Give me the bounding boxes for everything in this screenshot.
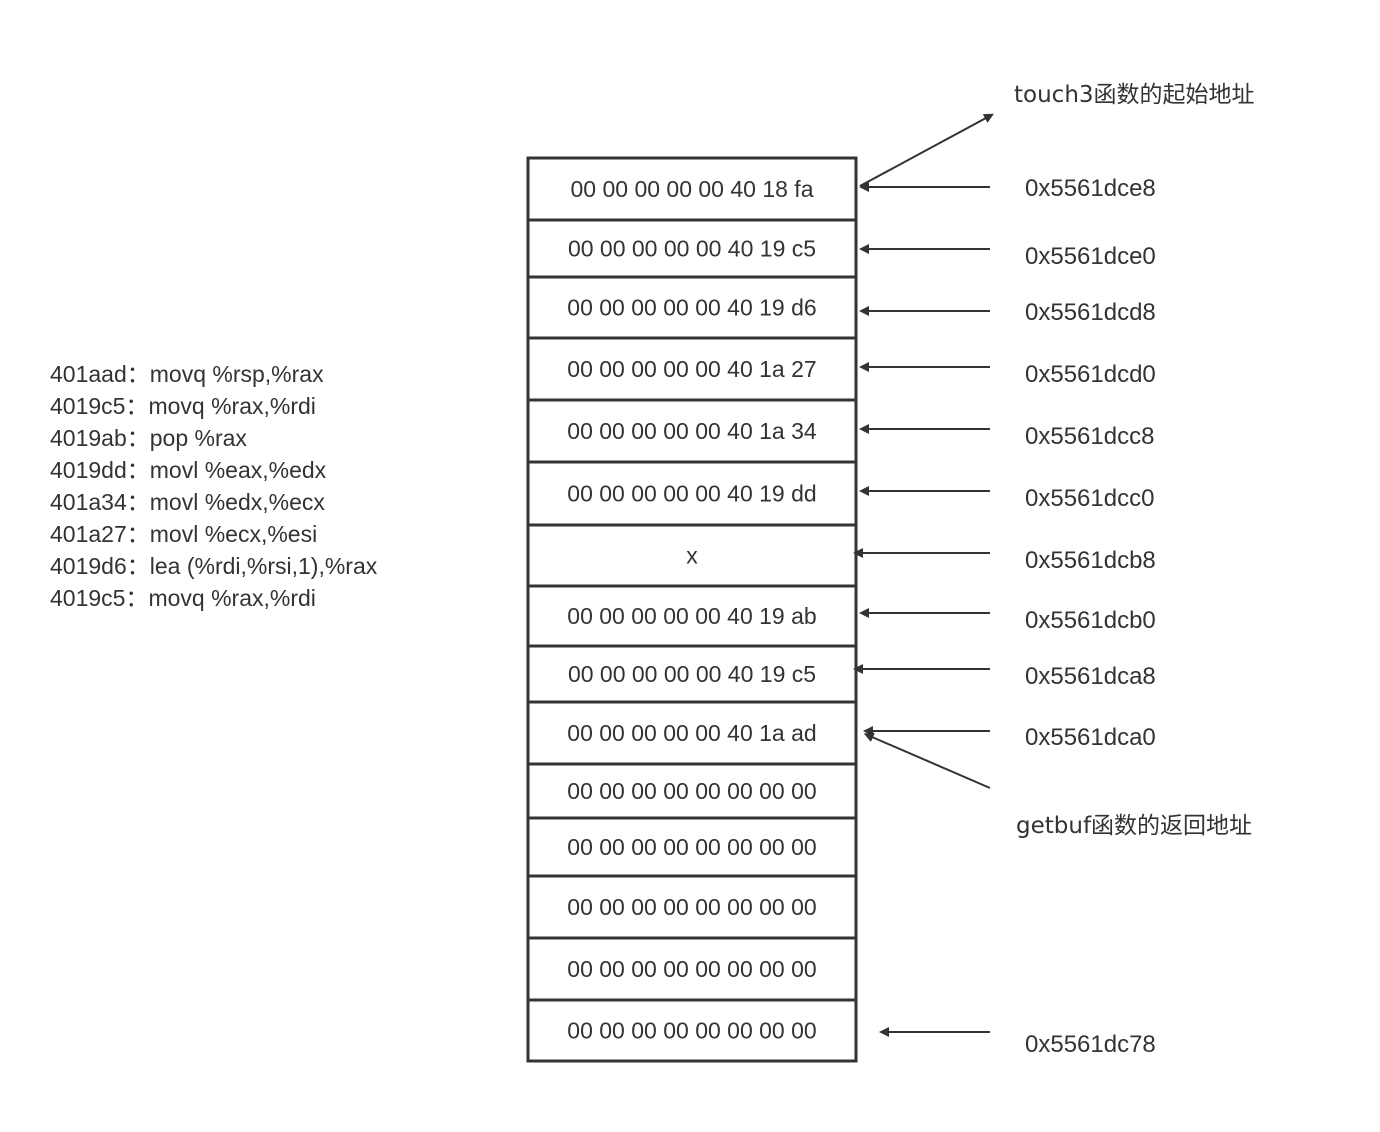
stack-address-label: 0x5561dce0	[1025, 243, 1156, 270]
stack-address-label: 0x5561dca0	[1025, 724, 1156, 751]
stack-cell: 00 00 00 00 00 00 00 00	[526, 874, 858, 940]
stack-address-label: 0x5561dcb0	[1025, 607, 1156, 634]
stack-cell-value: 00 00 00 00 00 40 19 ab	[567, 603, 816, 629]
stack-cell-value: 00 00 00 00 00 40 19 c5	[568, 661, 816, 687]
stack-cell-value: 00 00 00 00 00 40 18 fa	[571, 176, 814, 202]
stack-cell: 00 00 00 00 00 00 00 00	[526, 762, 858, 820]
stack-address-label: 0x5561dcc0	[1025, 485, 1154, 512]
stack-cell-box	[526, 998, 858, 1063]
address-labels: 0x5561dce8 0x5561dce0 0x5561dcd8 0x5561dcd0…	[1025, 175, 1156, 1058]
stack-cell-value: 00 00 00 00 00 40 19 c5	[568, 236, 816, 262]
stack-cell-value: 00 00 00 00 00 40 1a 34	[567, 418, 817, 444]
arrows	[853, 113, 994, 1037]
stack-address-label: 0x5561dcb8	[1025, 547, 1156, 574]
stack-cell-value: 00 00 00 00 00 40 1a 27	[567, 356, 816, 382]
stack-cell: 00 00 00 00 00 40 19 dd	[526, 460, 858, 527]
stack-cell: 00 00 00 00 00 40 1a 34	[526, 398, 858, 464]
stack-address-label: 0x5561dcc8	[1025, 423, 1154, 450]
stack-cell-value: 00 00 00 00 00 00 00 00	[567, 1018, 816, 1044]
stack-cell: 00 00 00 00 00 40 1a ad	[526, 700, 858, 766]
stack-cells: 00 00 00 00 00 40 18 fa 00 00 00 00 00 40…	[526, 156, 858, 1063]
stack-cell-value: x	[686, 543, 698, 569]
stack-cell: 00 00 00 00 00 40 1a 27	[526, 336, 858, 402]
stack-address-label: 0x5561dcd0	[1025, 361, 1156, 388]
instruction-line: 4019c5：movq %rax,%rdi	[50, 585, 316, 611]
stack-cell: 00 00 00 00 00 40 19 c5	[526, 644, 858, 704]
instruction-line: 4019d6：lea (%rdi,%rsi,1),%rax	[50, 553, 378, 579]
stack-cell: 00 00 00 00 00 40 19 c5	[526, 218, 858, 279]
touch3-note-arrow	[859, 113, 994, 187]
stack-cell: 00 00 00 00 00 40 19 ab	[526, 584, 858, 648]
instruction-line: 4019ab：pop %rax	[50, 425, 247, 451]
stack-cell: 00 00 00 00 00 40 19 d6	[526, 275, 858, 340]
gadget-instruction-list: 401aad：movq %rsp,%rax 4019c5：movq %rax,%…	[50, 358, 377, 614]
stack-cell-value: 00 00 00 00 00 00 00 00	[567, 956, 816, 982]
instruction-line: 4019dd：movl %eax,%edx	[50, 457, 327, 483]
instruction-line: 401a27：movl %ecx,%esi	[50, 521, 318, 547]
instruction-line: 401a34：movl %edx,%ecx	[50, 489, 325, 515]
stack-address-label: 0x5561dc78	[1025, 1031, 1156, 1058]
getbuf-return-address-note: getbuf函数的返回地址	[1016, 813, 1252, 839]
getbuf-return-arrow	[863, 732, 991, 789]
stack-cell-value: 00 00 00 00 00 00 00 00	[567, 834, 816, 860]
stack-cell-value: 00 00 00 00 00 00 00 00	[567, 778, 816, 804]
stack-address-label: 0x5561dca8	[1025, 663, 1156, 690]
stack-cell: 00 00 00 00 00 00 00 00	[526, 936, 858, 1002]
stack-address-label: 0x5561dcd8	[1025, 299, 1156, 326]
stack-cell: x	[526, 523, 858, 588]
stack-cell-value: 00 00 00 00 00 40 19 d6	[567, 295, 816, 321]
stack-cell: 00 00 00 00 00 40 18 fa	[526, 156, 858, 222]
touch3-start-address-note: touch3函数的起始地址	[1014, 82, 1255, 108]
instruction-line: 4019c5：movq %rax,%rdi	[50, 393, 316, 419]
stack-address-label: 0x5561dce8	[1025, 175, 1156, 202]
stack-cell: 00 00 00 00 00 00 00 00	[526, 998, 858, 1063]
stack-cell-value: 00 00 00 00 00 40 1a ad	[567, 720, 816, 746]
stack-cell: 00 00 00 00 00 00 00 00	[526, 816, 858, 878]
stack-cell-value: 00 00 00 00 00 40 19 dd	[567, 481, 816, 507]
instruction-line: 401aad：movq %rsp,%rax	[50, 361, 324, 387]
stack-cell-value: 00 00 00 00 00 00 00 00	[567, 894, 816, 920]
